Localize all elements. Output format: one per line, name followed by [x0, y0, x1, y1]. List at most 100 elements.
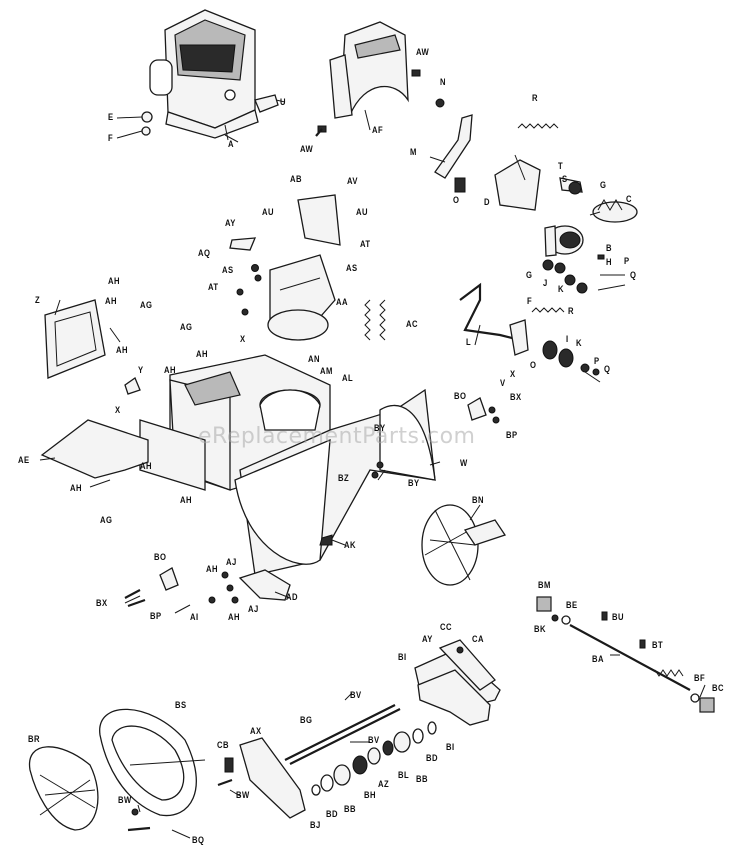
cable-ac [364, 299, 371, 341]
impeller-bn [421, 504, 507, 586]
callout-label: V [500, 378, 506, 388]
callout-label: BD [426, 753, 438, 763]
callout-label: P [594, 356, 600, 366]
bolt-e [141, 111, 153, 136]
callout-label: BY [374, 423, 386, 433]
key-bt [639, 639, 646, 649]
callout-label: P [624, 256, 630, 266]
callout-label: AH [228, 612, 240, 622]
callout-label: AJ [248, 604, 259, 614]
gearbox-b [544, 225, 584, 257]
callout-label: D [484, 197, 490, 207]
callout-label: M [410, 147, 417, 157]
callout-label: L [466, 337, 472, 347]
callout-label: AH [105, 296, 117, 306]
callout-label: BL [398, 770, 410, 780]
callout-label: AG [140, 300, 153, 310]
callout-label: AH [116, 345, 128, 355]
callout-label: K [558, 284, 564, 294]
callout-label: AY [225, 218, 236, 228]
callout-label: H [606, 257, 612, 267]
bearing-bc [699, 697, 715, 713]
callout-label: BH [364, 790, 376, 800]
callout-label: AZ [378, 779, 390, 789]
callout-label: W [460, 458, 468, 468]
callout-label: BK [534, 624, 546, 634]
callout-label: BA [592, 654, 604, 664]
key-bu [601, 611, 608, 621]
callout-label: E [108, 112, 114, 122]
bolt-cb [224, 757, 234, 773]
callout-label: BB [416, 774, 428, 784]
callout-label: AH [180, 495, 192, 505]
callout-label: S [562, 174, 568, 184]
shaft-bg [284, 704, 396, 761]
callout-label: AT [360, 239, 371, 249]
leader-lines [39, 99, 706, 839]
callout-label: BW [118, 795, 132, 805]
callout-label: CB [217, 740, 229, 750]
nut-aw [411, 69, 421, 77]
callout-label: BZ [338, 473, 350, 483]
pin-o [454, 177, 466, 193]
discharge-chute-part [329, 21, 409, 119]
callout-label: BN [472, 495, 484, 505]
callout-label: BP [150, 611, 162, 621]
bearings-bb [311, 721, 437, 796]
callout-label: BM [538, 580, 551, 590]
callout-label: Z [35, 295, 41, 305]
callout-label: BS [175, 700, 187, 710]
auger-bs [99, 708, 206, 817]
callout-label: BG [300, 715, 313, 725]
bolt-ak [319, 534, 333, 546]
callout-label: G [526, 270, 533, 280]
engine-part [149, 9, 259, 141]
callout-label: A [228, 139, 234, 149]
callout-label: T [558, 161, 564, 171]
callout-label: AN [308, 354, 320, 364]
callout-label: R [532, 93, 538, 103]
bracket-ax [239, 737, 306, 819]
callout-label: X [240, 334, 246, 344]
callout-label: BP [506, 430, 518, 440]
callout-label: AB [290, 174, 302, 184]
callout-label: BV [368, 735, 380, 745]
callout-label: AH [164, 365, 176, 375]
callout-label: AF [372, 125, 384, 135]
callout-label: AH [196, 349, 208, 359]
shaft-ba [569, 624, 691, 691]
auger-br [28, 746, 99, 831]
callout-label: BD [326, 809, 338, 819]
callout-label: AX [250, 726, 262, 736]
callout-label: AU [262, 207, 274, 217]
callout-label: R [568, 306, 574, 316]
callout-label: AI [190, 612, 199, 622]
callout-label: F [527, 296, 533, 306]
bracket-aq [229, 237, 257, 251]
callout-label: AJ [226, 557, 237, 567]
callout-label: O [453, 195, 460, 205]
lever-l [459, 282, 521, 342]
bolts-as [236, 264, 262, 316]
callout-label: AD [286, 592, 298, 602]
callout-label: AC [406, 319, 418, 329]
nut-n [435, 98, 445, 108]
callout-label: F [108, 133, 114, 143]
nuts-aj [208, 571, 239, 604]
callout-label: AU [356, 207, 368, 217]
callout-label: O [530, 360, 537, 370]
gear-stack [542, 340, 600, 376]
callout-label: BX [510, 392, 522, 402]
callout-label: I [566, 334, 569, 344]
callout-label: CC [440, 622, 452, 632]
callout-label: BF [694, 673, 706, 683]
callout-label: BB [344, 804, 356, 814]
callout-label: AV [347, 176, 358, 186]
spring-r [517, 123, 559, 129]
callout-label: AQ [198, 248, 211, 258]
callout-label: CA [472, 634, 484, 644]
callout-label: AW [416, 47, 430, 57]
callout-label: C [626, 194, 632, 204]
bolt-bq [127, 826, 151, 832]
